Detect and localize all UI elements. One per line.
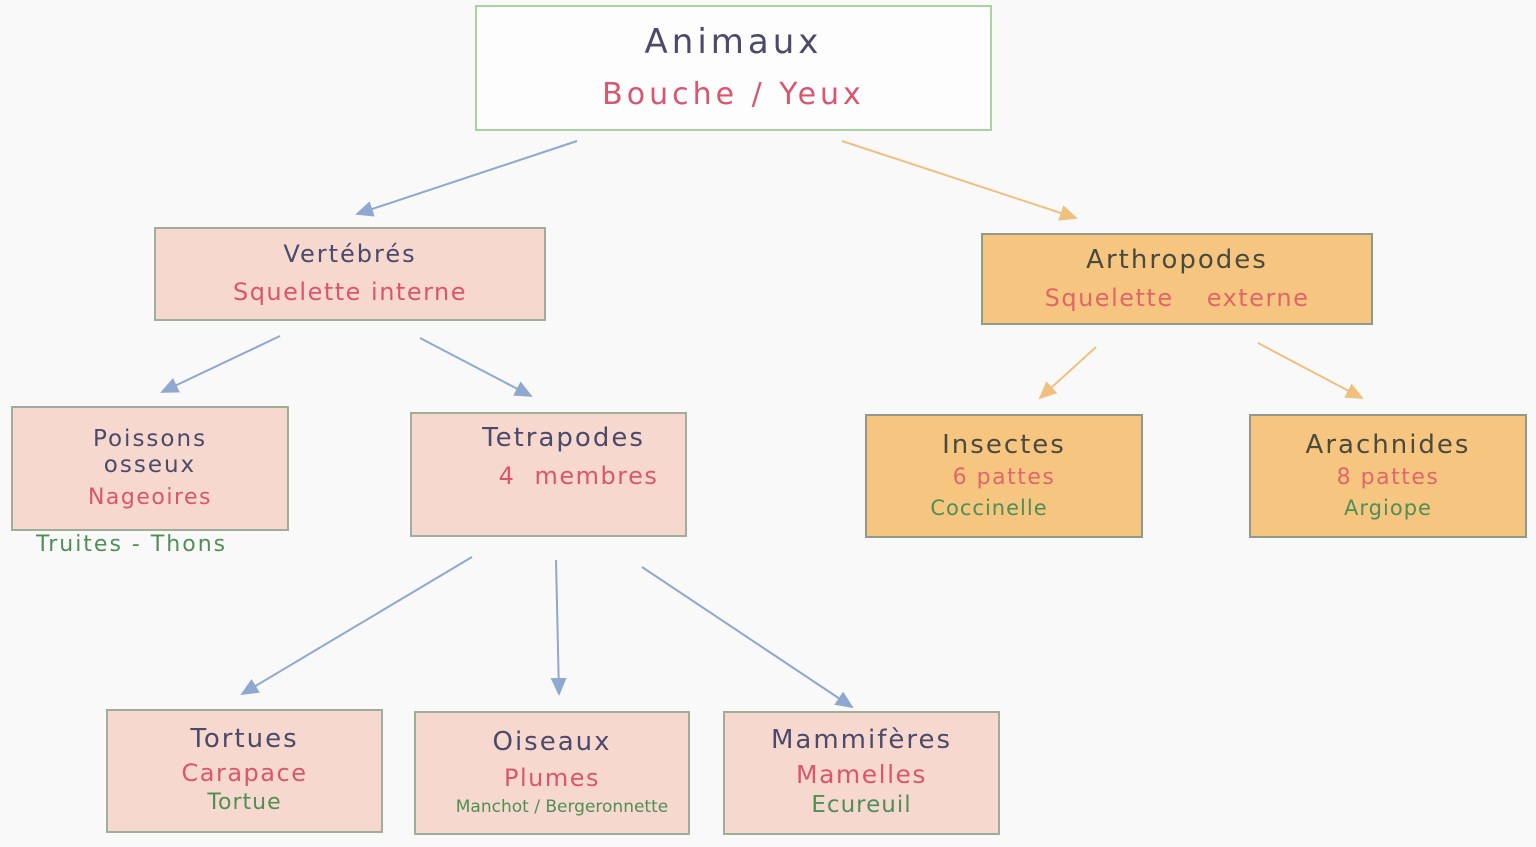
arrow-vertebres-tetrapodes (419, 337, 533, 397)
node-trait: 6 pattes (952, 465, 1056, 491)
arrow-animaux-vertebres (355, 140, 578, 217)
node-poissons-osseux: Poissons osseux Nageoires (11, 406, 289, 531)
node-example: Coccinelle (930, 495, 1048, 520)
node-example: Ecureuil (811, 792, 912, 819)
node-trait: Bouche / Yeux (602, 76, 865, 112)
node-trait: Carapace (181, 759, 308, 788)
node-insectes: Insectes 6 pattes Coccinelle (865, 414, 1143, 538)
node-title-line2: osseux (103, 452, 197, 479)
node-tortues: Tortues Carapace Tortue (106, 709, 383, 833)
arrow-tetrapodes-oiseaux (550, 559, 567, 696)
node-trait: Mamelles (796, 760, 927, 790)
node-mammiferes: Mammifères Mamelles Ecureuil (723, 711, 1000, 835)
node-example: Manchot / Bergeronnette (455, 797, 669, 818)
node-example: Argiope (1344, 495, 1432, 520)
node-trait: Squelette interne (232, 278, 468, 307)
node-example: Tortue (207, 790, 282, 816)
node-oiseaux: Oiseaux Plumes Manchot / Bergeronnette (414, 711, 690, 835)
node-trait: 4 membres (498, 461, 659, 490)
node-trait: Squelette externe (1044, 283, 1310, 312)
node-trait: 8 pattes (1336, 465, 1440, 491)
node-example-poissons: Truites - Thons (36, 532, 228, 557)
arrow-animaux-arthropodes (841, 140, 1078, 221)
node-arachnides: Arachnides 8 pattes Argiope (1249, 414, 1527, 538)
node-vertebres: Vertébrés Squelette interne (154, 227, 546, 321)
node-trait: Plumes (504, 764, 600, 793)
node-title: Oiseaux (492, 727, 612, 758)
node-arthropodes: Arthropodes Squelette externe (981, 233, 1373, 325)
node-title: Tetrapodes (482, 423, 645, 453)
node-title: Tortues (190, 724, 299, 755)
arrow-arthropodes-arachnides (1257, 342, 1364, 399)
node-title: Arachnides (1305, 430, 1471, 461)
arrow-tetrapodes-mammiferes (641, 566, 854, 709)
node-title-line1: Poissons (92, 425, 208, 452)
node-title: Arthropodes (1086, 244, 1268, 275)
node-animaux: Animaux Bouche / Yeux (475, 5, 992, 131)
arrow-vertebres-poissons (160, 335, 281, 393)
arrow-tetrapodes-tortues (240, 556, 473, 696)
node-tetrapodes: Tetrapodes 4 membres (410, 412, 687, 537)
node-title: Insectes (942, 430, 1066, 461)
arrow-arthropodes-insectes (1038, 346, 1097, 400)
node-trait: Nageoires (87, 484, 213, 510)
node-title: Mammifères (770, 725, 953, 756)
node-title: Animaux (644, 22, 823, 63)
node-title: Vertébrés (283, 239, 417, 268)
